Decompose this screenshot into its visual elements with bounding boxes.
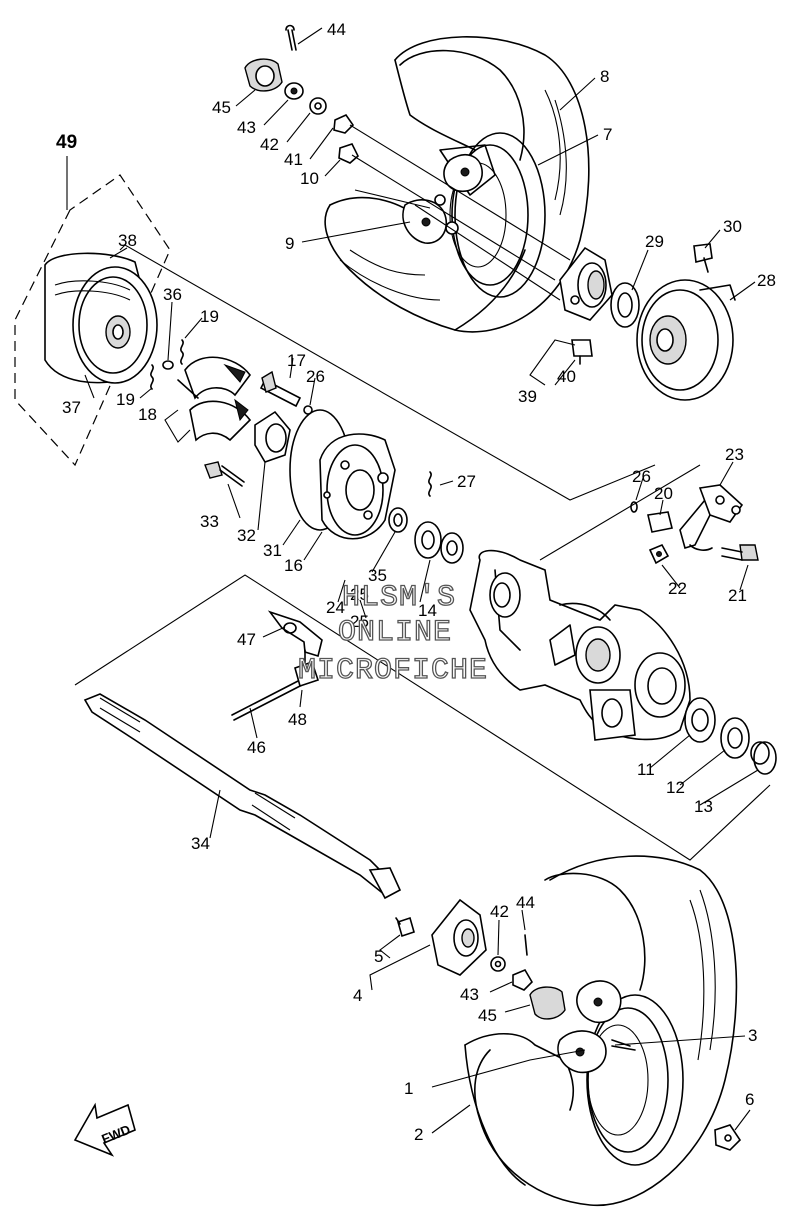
- clip-36: [162, 360, 174, 370]
- callout-2: 2: [414, 1125, 423, 1144]
- bearing-11: [684, 697, 716, 743]
- callout-10: 10: [300, 169, 319, 188]
- seal-32: [254, 410, 291, 463]
- callout-48: 48: [288, 710, 307, 729]
- lower-rear-tire: [464, 855, 738, 1207]
- callout-21: 21: [728, 586, 747, 605]
- callout-6: 6: [745, 1090, 754, 1109]
- callout-49: 49: [56, 132, 77, 153]
- assembly-outline-lines: [74, 244, 771, 861]
- spring-27: [428, 471, 432, 497]
- callout-27: 27: [457, 472, 476, 491]
- upper-lug-hardware: [244, 24, 359, 164]
- callout-39: 39: [518, 387, 537, 406]
- upper-wheel-rim: [402, 132, 546, 298]
- collar-13: [750, 741, 777, 775]
- callout-45b: 45: [478, 1006, 497, 1025]
- brake-arm-bracket: [630, 484, 759, 565]
- callout-18: 18: [138, 405, 157, 424]
- callout-36: 36: [163, 285, 182, 304]
- callout-13: 13: [694, 797, 713, 816]
- watermark-line3: MICROFICHE: [298, 654, 488, 688]
- callout-30: 30: [723, 217, 742, 236]
- callout-7: 7: [603, 125, 612, 144]
- callout-37: 37: [62, 398, 81, 417]
- upper-leader-lines: [349, 124, 571, 301]
- callout-1: 1: [404, 1079, 413, 1098]
- callout-33: 33: [200, 512, 219, 531]
- drive-shaft-34: [83, 693, 402, 900]
- callout-29: 29: [645, 232, 664, 251]
- fwd-arrow-icon: [73, 1102, 136, 1157]
- callout-25b: 25: [350, 612, 369, 631]
- callout-24: 24: [326, 598, 345, 617]
- callout-35: 35: [368, 566, 387, 585]
- callout-19b: 19: [116, 390, 135, 409]
- callout-40: 40: [557, 367, 576, 386]
- callout-34: 34: [191, 834, 210, 853]
- callout-23: 23: [725, 445, 744, 464]
- brake-panel-16: [319, 433, 396, 540]
- callout-20: 20: [654, 484, 673, 503]
- bearing-14: [414, 521, 464, 564]
- callout-26b: 26: [632, 467, 651, 486]
- bolt-33: [204, 461, 245, 487]
- seal-35: [388, 507, 408, 533]
- callout-12: 12: [666, 778, 685, 797]
- callout-47: 47: [237, 630, 256, 649]
- callout-44a: 44: [327, 20, 346, 39]
- callout-42a: 42: [260, 135, 279, 154]
- rear-axle-housing: [469, 549, 691, 741]
- callout-11: 11: [637, 760, 655, 779]
- seal-12: [720, 717, 750, 759]
- callout-16: 16: [284, 556, 303, 575]
- rear-hub: [559, 246, 613, 365]
- brake-cable-rod: [231, 610, 323, 721]
- callout-43a: 43: [237, 118, 256, 137]
- callout-26a: 26: [306, 367, 325, 386]
- watermark-line2: ONLINE: [338, 616, 452, 650]
- watermark: HLSM'S ONLINE MICROFICHE: [297, 580, 488, 688]
- callout-44b: 44: [516, 893, 535, 912]
- seal-29: [610, 282, 640, 328]
- callout-leaders: [66, 27, 759, 1134]
- callout-numbers: 44 8 45 43 7 42 41 10 49 9 30 38 29 28 3…: [56, 20, 776, 1144]
- assembly-49-outline: [14, 174, 171, 467]
- callout-22: 22: [668, 579, 687, 598]
- callout-25a: 25: [350, 585, 369, 604]
- callout-3: 3: [748, 1026, 757, 1045]
- callout-45a: 45: [212, 98, 231, 117]
- springs-19: [150, 339, 184, 390]
- callout-38: 38: [118, 231, 137, 250]
- watermark-line1: HLSM'S: [342, 581, 456, 615]
- lower-wheel-rim: [557, 980, 684, 1166]
- callout-14: 14: [418, 601, 437, 620]
- callout-42b: 42: [490, 902, 509, 921]
- callout-31: 31: [263, 541, 282, 560]
- callout-4: 4: [353, 986, 362, 1005]
- lower-lug-hardware: [490, 934, 742, 1151]
- callout-43b: 43: [460, 985, 479, 1004]
- callout-28: 28: [757, 271, 776, 290]
- cam-shaft-17: [259, 370, 313, 415]
- brake-drum-28: [636, 243, 736, 401]
- callout-32: 32: [237, 526, 256, 545]
- callout-5: 5: [374, 947, 383, 966]
- callout-9: 9: [285, 234, 294, 253]
- brake-drum-38: [44, 252, 158, 384]
- callout-46: 46: [247, 738, 266, 757]
- brake-shoes-18: [177, 356, 252, 442]
- callout-8: 8: [600, 67, 609, 86]
- callout-19a: 19: [200, 307, 219, 326]
- lower-hub-flange: [395, 898, 487, 976]
- callout-17: 17: [287, 351, 306, 370]
- callout-41: 41: [284, 150, 303, 169]
